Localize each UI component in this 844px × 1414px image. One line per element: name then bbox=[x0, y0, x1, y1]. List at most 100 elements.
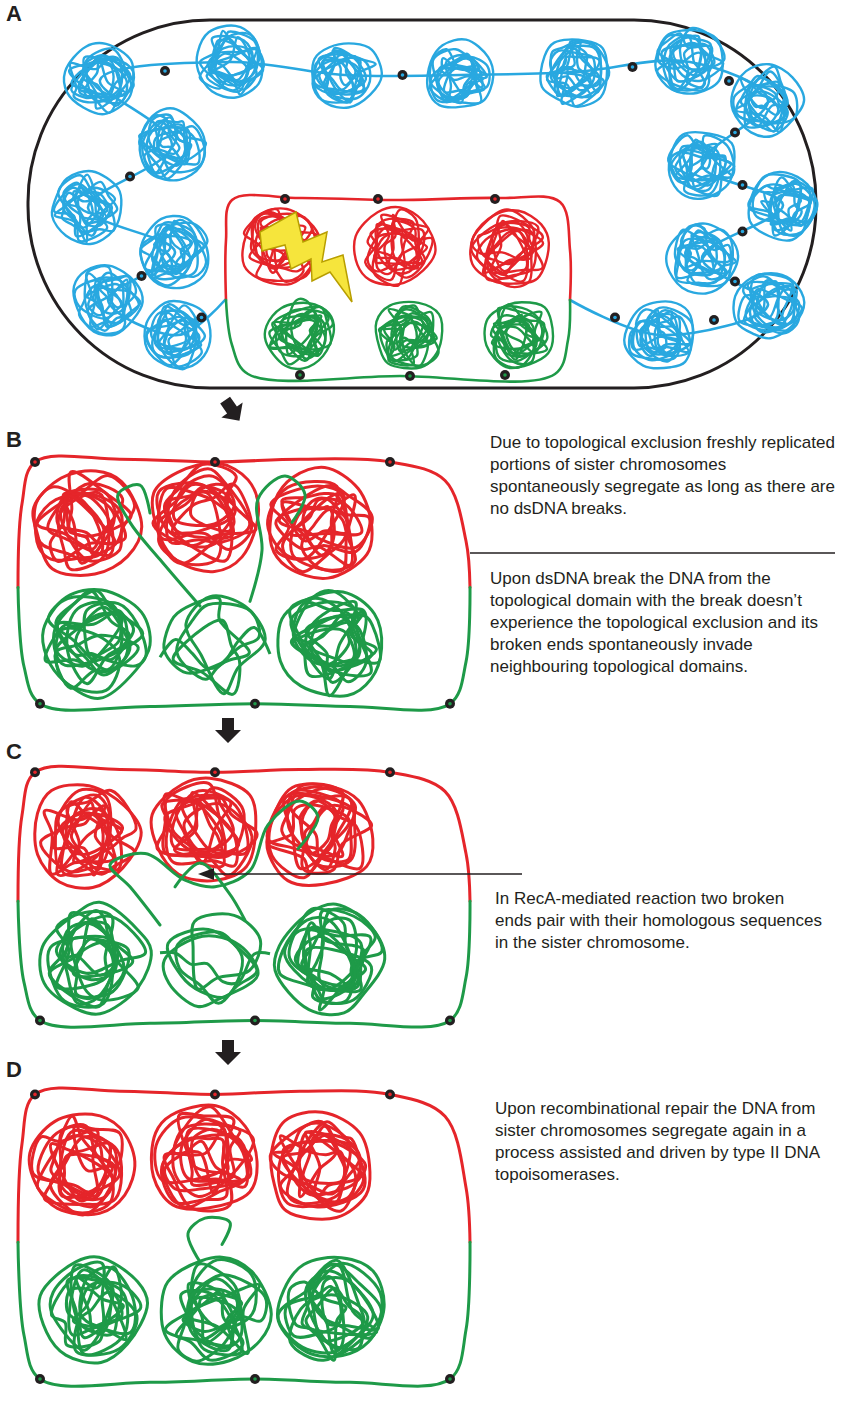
chromatin-domain bbox=[354, 207, 435, 286]
dna-strand bbox=[18, 766, 470, 901]
domain-outline bbox=[485, 302, 553, 368]
domain-anchor-core bbox=[200, 316, 204, 320]
domain-outline bbox=[29, 1114, 135, 1215]
dna-loop bbox=[547, 49, 604, 106]
domain-anchor bbox=[373, 194, 383, 204]
domain-anchor bbox=[385, 1089, 395, 1099]
chromatin-domain bbox=[278, 591, 382, 697]
domain-anchor-core bbox=[631, 65, 635, 69]
dna-loop bbox=[438, 68, 485, 102]
domain-outline bbox=[274, 904, 385, 1015]
chromatin-domain bbox=[43, 589, 151, 698]
domain-anchor-core bbox=[298, 373, 302, 377]
chromatin-domain bbox=[655, 28, 724, 94]
chromatin-domain bbox=[40, 902, 152, 1014]
dna-loop bbox=[388, 306, 431, 360]
dna-strand bbox=[250, 476, 305, 602]
domain-outline bbox=[354, 207, 435, 285]
chromatin-domain bbox=[52, 171, 122, 244]
domain-anchor-core bbox=[388, 1093, 392, 1097]
panel-caption: In RecA-mediated reaction two broken end… bbox=[495, 888, 825, 954]
domain-anchor-core bbox=[283, 197, 287, 201]
domain-anchor bbox=[210, 767, 220, 777]
domain-outline bbox=[270, 467, 372, 578]
domain-anchor-core bbox=[33, 460, 37, 464]
domain-anchor-core bbox=[253, 1019, 257, 1023]
domain-anchor-core bbox=[38, 702, 42, 706]
dna-loop bbox=[318, 54, 354, 102]
panel-letter: B bbox=[6, 428, 36, 452]
dna-loop bbox=[685, 229, 733, 279]
panel-b bbox=[18, 456, 470, 710]
domain-anchor bbox=[125, 172, 135, 182]
chromatin-domain bbox=[270, 1112, 370, 1219]
dna-loop bbox=[159, 220, 197, 269]
chromatin-domain bbox=[151, 1105, 257, 1211]
chromatin-domain bbox=[666, 224, 738, 294]
chromatin-domain bbox=[268, 467, 373, 578]
domain-anchor bbox=[385, 457, 395, 467]
chromatin-domain bbox=[265, 299, 334, 369]
dna-loop bbox=[270, 320, 325, 359]
domain-anchor-core bbox=[401, 73, 405, 77]
dna-loop bbox=[290, 598, 360, 676]
domain-anchor-core bbox=[33, 1093, 37, 1097]
dna-loop bbox=[373, 229, 425, 286]
dna-loop bbox=[156, 121, 186, 164]
domain-anchor-core bbox=[213, 460, 217, 464]
domain-anchor bbox=[445, 1374, 455, 1384]
cell-outline bbox=[28, 20, 816, 388]
domain-outline bbox=[749, 172, 818, 241]
dna-loop bbox=[633, 321, 680, 360]
domain-outline bbox=[624, 301, 693, 368]
dna-loop bbox=[86, 63, 120, 113]
panel-caption: Due to topological exclusion freshly rep… bbox=[490, 432, 835, 520]
panel-caption: Upon recombinational repair the DNA from… bbox=[495, 1098, 825, 1186]
loose-domain bbox=[160, 914, 270, 1007]
chromatin-domain bbox=[73, 265, 142, 335]
chromatin-domain bbox=[376, 302, 443, 368]
loose-domain bbox=[160, 596, 270, 695]
domain-outline bbox=[161, 1257, 271, 1364]
domain-outline bbox=[277, 1257, 384, 1356]
domain-outline bbox=[52, 171, 122, 244]
domain-anchor bbox=[35, 1015, 45, 1025]
chromatin-domain bbox=[267, 784, 373, 886]
dna-loop bbox=[748, 185, 801, 231]
dna-strand bbox=[226, 300, 570, 382]
dna-loop bbox=[302, 805, 372, 873]
domain-anchor bbox=[35, 1374, 45, 1384]
dna-loop bbox=[491, 223, 543, 273]
dna-loop bbox=[670, 36, 723, 81]
domain-outline bbox=[39, 1257, 148, 1363]
domain-anchor bbox=[210, 457, 220, 467]
domain-outline bbox=[427, 39, 493, 107]
domain-outline bbox=[265, 303, 334, 369]
dna-loop bbox=[658, 35, 711, 72]
domain-anchor bbox=[30, 457, 40, 467]
domain-anchor-core bbox=[33, 771, 37, 775]
dna-loop bbox=[392, 209, 419, 269]
dna-loop bbox=[675, 142, 710, 179]
chromatin-domain bbox=[35, 785, 141, 889]
dna-loop bbox=[57, 489, 126, 543]
domain-outline bbox=[666, 224, 738, 294]
dna-loop bbox=[163, 223, 207, 265]
step-arrow bbox=[215, 1040, 241, 1065]
dna-loop bbox=[176, 1294, 242, 1346]
panel-letter: A bbox=[6, 2, 36, 26]
domain-outline bbox=[151, 1105, 257, 1209]
domain-outline bbox=[267, 784, 373, 885]
chromatin-domain bbox=[748, 172, 817, 241]
dna-strand bbox=[18, 1242, 470, 1386]
domain-anchor-core bbox=[140, 274, 144, 278]
chromatin-domain bbox=[274, 904, 385, 1015]
dna-loop bbox=[51, 1276, 113, 1348]
dna-loop bbox=[174, 1107, 252, 1194]
dna-loop bbox=[200, 31, 252, 83]
domain-anchor-core bbox=[128, 175, 132, 179]
dna-loop bbox=[743, 282, 794, 325]
chromatin-domain bbox=[733, 273, 804, 338]
